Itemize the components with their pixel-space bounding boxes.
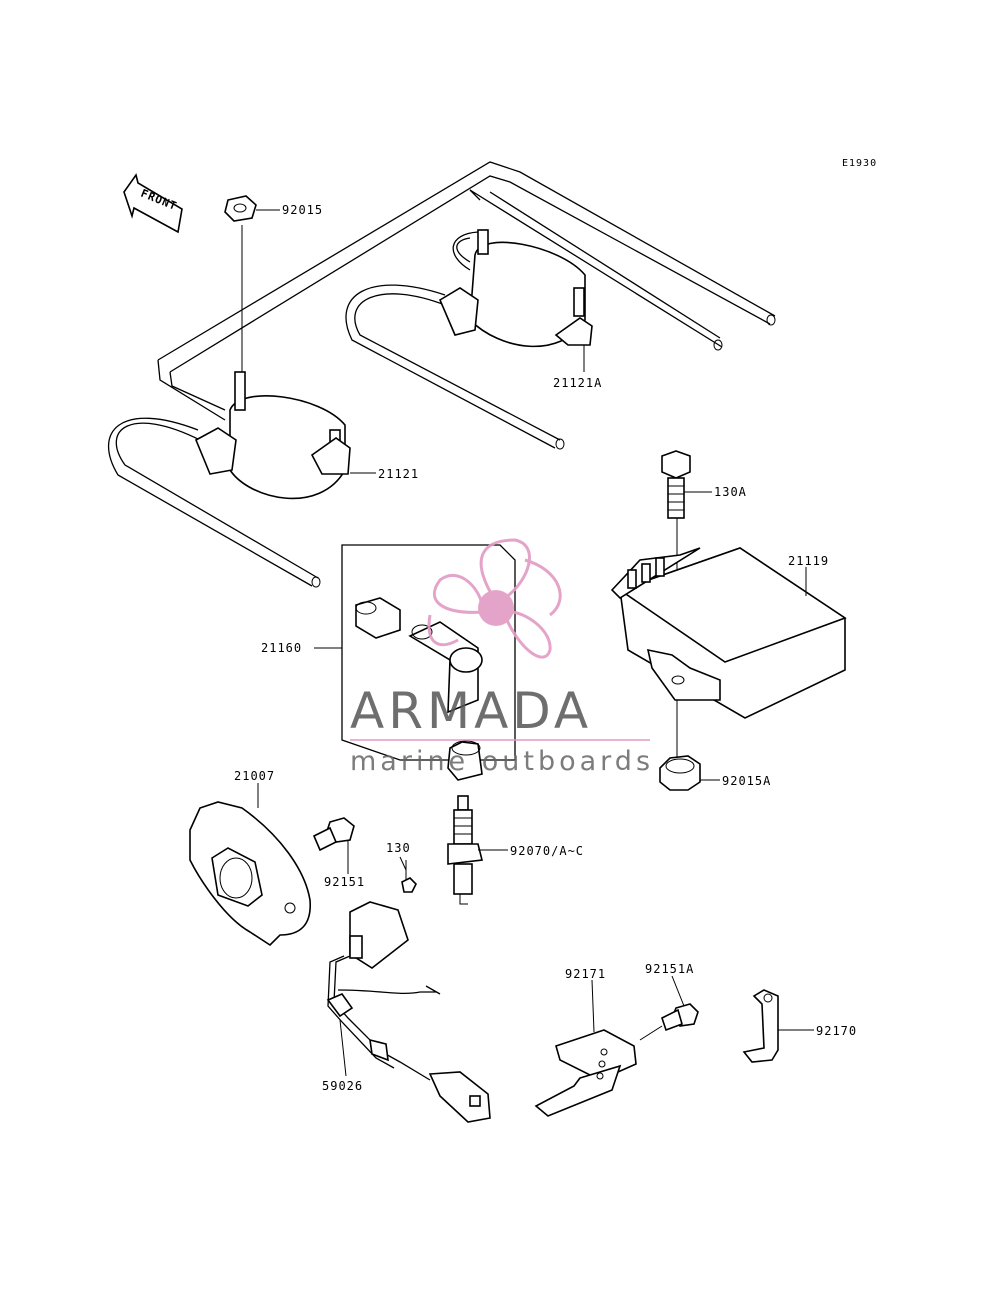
label-92170: 92170 [816, 1024, 857, 1038]
ignition-coil-21121 [108, 371, 351, 588]
label-21007: 21007 [234, 769, 275, 783]
label-92171: 92171 [565, 967, 606, 981]
coil-wire-rear [157, 161, 776, 421]
screw-130-icon [401, 860, 417, 893]
watermark: ARMADA marine outboards [350, 538, 654, 777]
ignition-coil-21121A [345, 229, 593, 450]
bolt-92151A-icon [639, 1003, 699, 1041]
nut-92015-icon [224, 195, 257, 222]
label-130A: 130A [714, 485, 747, 499]
front-arrow-icon: FRONT [123, 173, 183, 234]
label-92151: 92151 [324, 875, 365, 889]
bolt-92151-icon [312, 817, 355, 852]
leader-lines [256, 209, 814, 1077]
label-21119: 21119 [788, 554, 829, 568]
label-92015: 92015 [282, 203, 323, 217]
label-92015A: 92015A [722, 774, 771, 788]
label-59026: 59026 [322, 1079, 363, 1093]
label-21160: 21160 [261, 641, 302, 655]
spark-plug-92070-icon [447, 795, 483, 905]
label-92151A: 92151A [645, 962, 694, 976]
label-92070: 92070/A~C [510, 844, 584, 858]
pulser-coil-59026 [326, 901, 491, 1123]
watermark-subtitle: marine outboards [350, 746, 654, 777]
bolt-130A-icon [661, 450, 691, 519]
propeller-logo-icon [427, 538, 562, 659]
diagram-code: E1930 [842, 158, 877, 169]
bracket-92171 [534, 1029, 637, 1117]
plug-cap-set-21160 [341, 544, 516, 781]
label-21121: 21121 [378, 467, 419, 481]
pulser-plate-21007 [189, 801, 311, 947]
cdi-unit-21119 [610, 547, 847, 719]
label-130: 130 [386, 841, 411, 855]
watermark-title: ARMADA [350, 682, 592, 740]
clamp-92170 [742, 989, 779, 1063]
nut-92015A-icon [659, 755, 701, 791]
label-21121A: 21121A [553, 376, 602, 390]
